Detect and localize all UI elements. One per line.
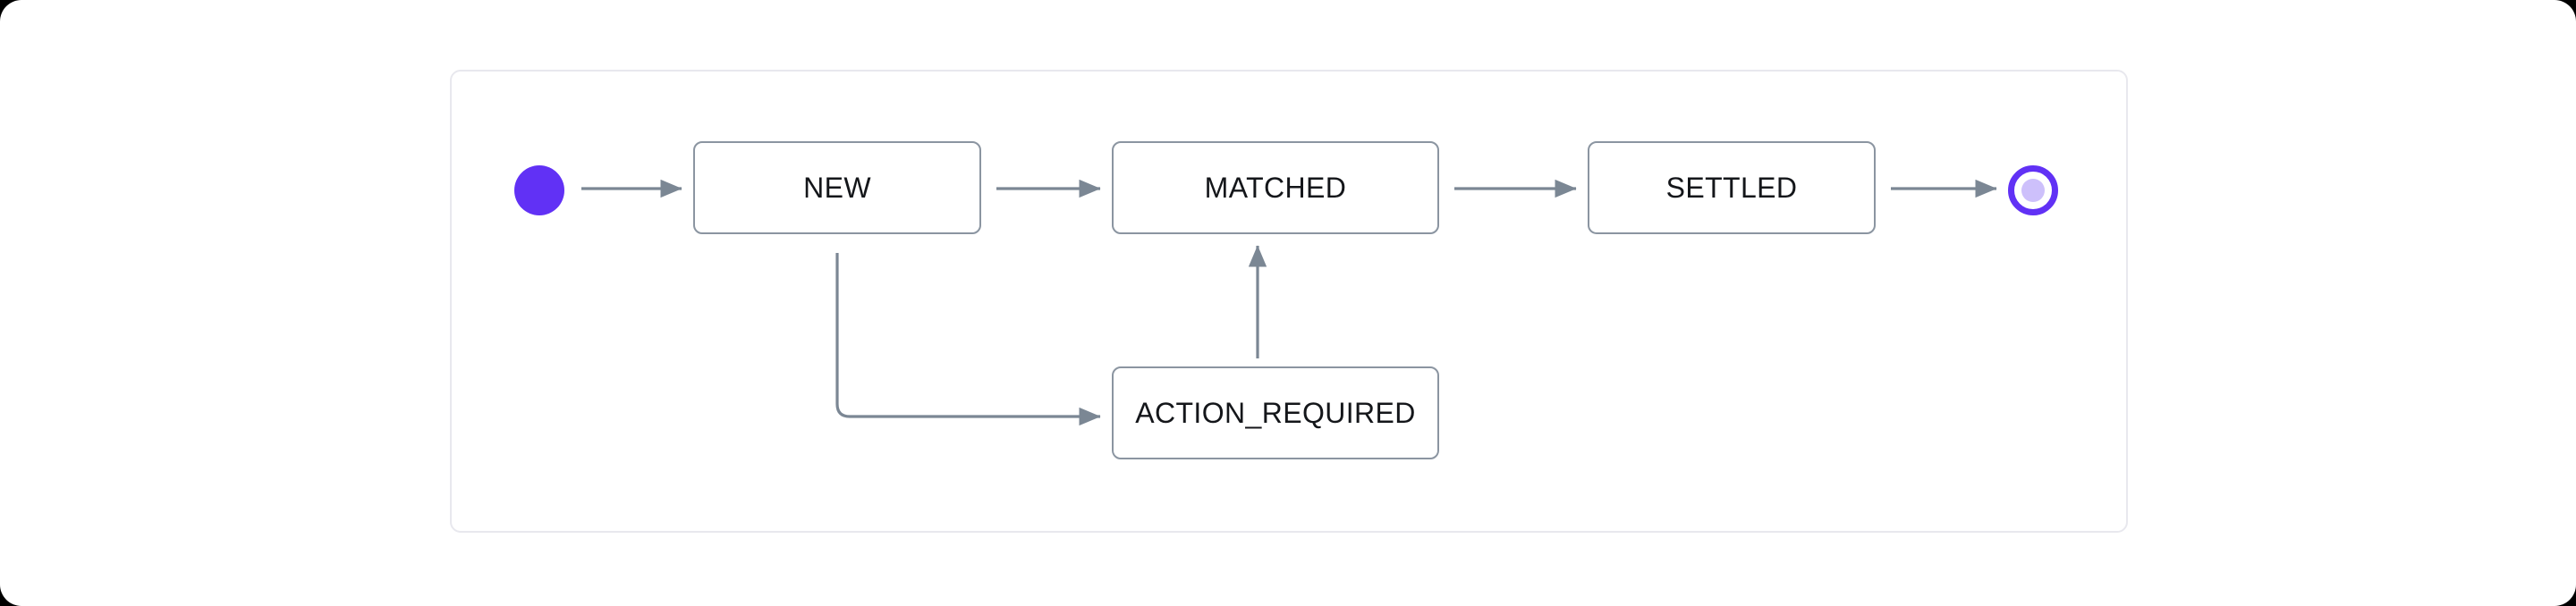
state-node-label: MATCHED <box>1204 172 1347 204</box>
end-node-core <box>2021 179 2045 202</box>
state-node-label: ACTION_REQUIRED <box>1135 397 1416 429</box>
start-node[interactable] <box>514 165 564 215</box>
state-node-action-required[interactable]: ACTION_REQUIRED <box>1112 366 1439 459</box>
state-node-label: SETTLED <box>1665 172 1798 204</box>
end-node[interactable] <box>2008 165 2058 215</box>
state-node-settled[interactable]: SETTLED <box>1588 141 1876 234</box>
state-node-new[interactable]: NEW <box>693 141 981 234</box>
state-node-matched[interactable]: MATCHED <box>1112 141 1439 234</box>
diagram-card <box>450 70 2128 533</box>
state-node-label: NEW <box>803 172 871 204</box>
